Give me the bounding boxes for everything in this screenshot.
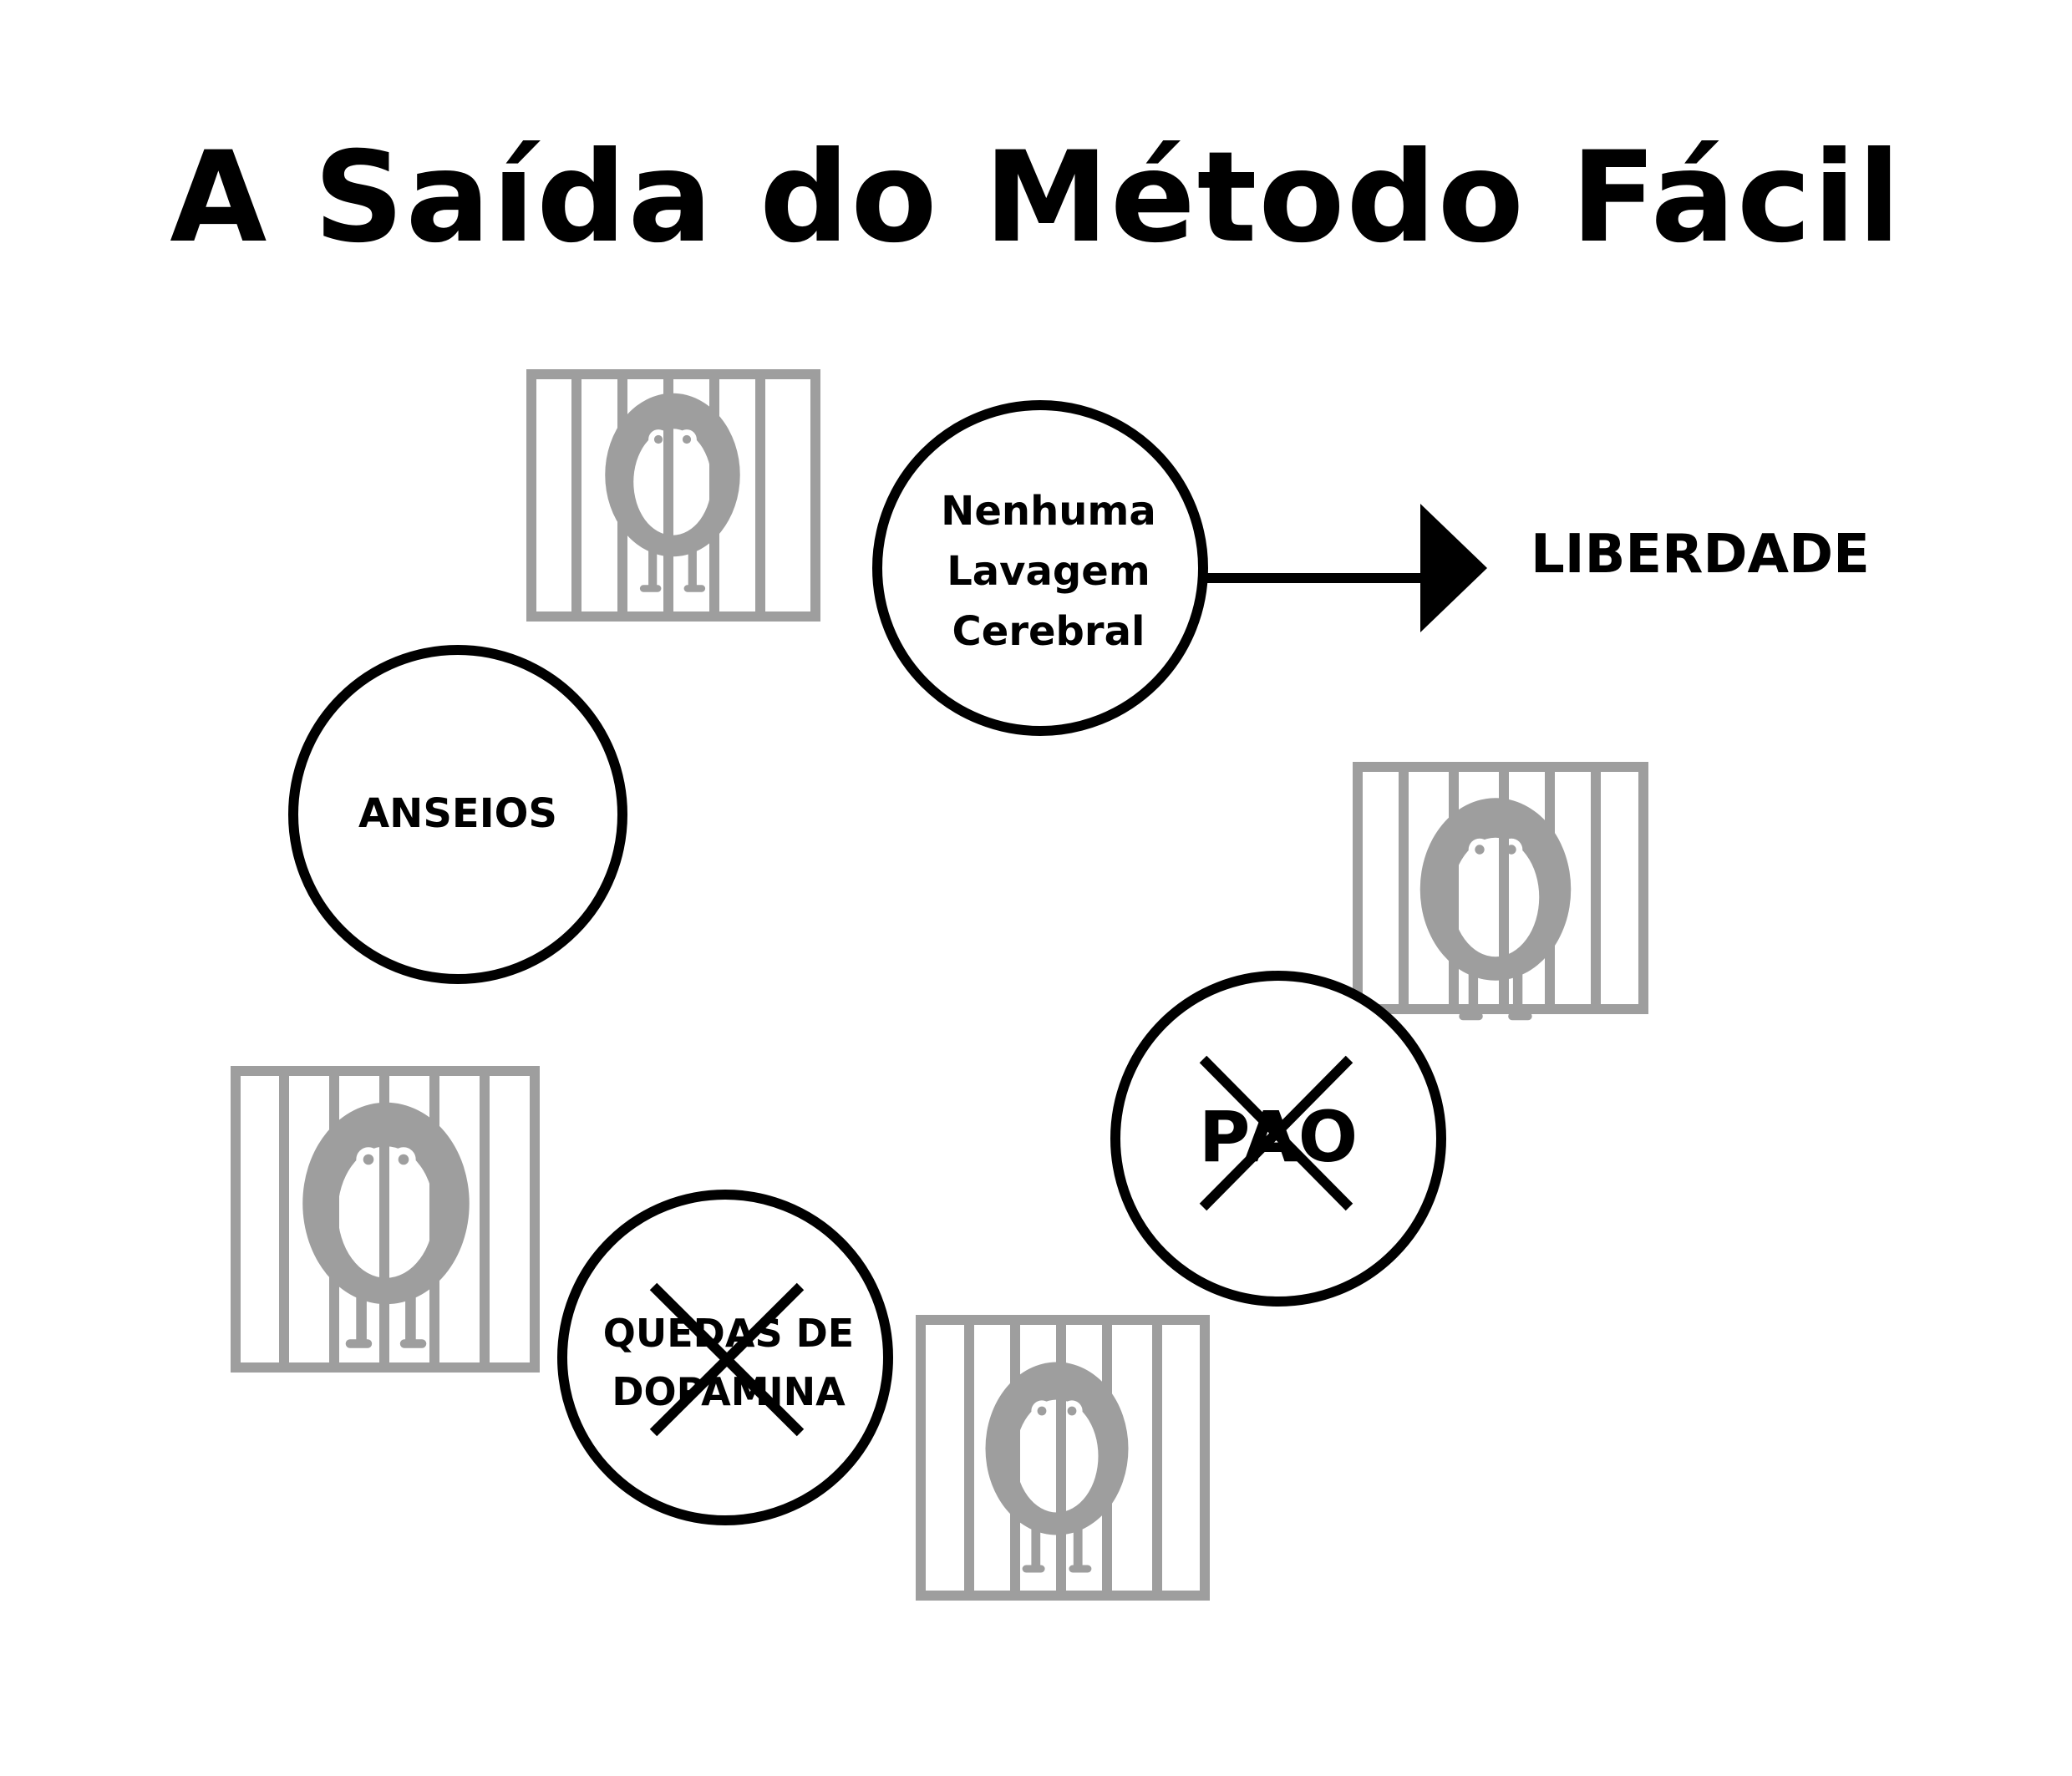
node-dopamina: QUEDAS DE DOPAMINA [562, 1195, 888, 1520]
node-lavagem-line-1: Nenhuma [941, 488, 1156, 535]
node-dopamina-line-1: QUEDAS DE [603, 1311, 854, 1356]
node-dopamina-line-2: DOPAMINA [612, 1369, 846, 1414]
node-pao: PAO [1115, 976, 1441, 1302]
node-lavagem-line-3: Cerebral [952, 608, 1145, 655]
caged-monster-icon [921, 1320, 1205, 1596]
caged-monster-icon [531, 374, 815, 617]
caged-monster-icon [236, 1071, 535, 1368]
node-lavagem: Nenhuma Lavagem Cerebral [877, 405, 1203, 731]
node-lavagem-line-2: Lavagem [947, 548, 1150, 595]
node-anseios: ANSEIOS [293, 650, 622, 979]
destination-label: LIBERDADE [1531, 524, 1870, 586]
arrow-right-icon [1203, 504, 1487, 632]
node-anseios-label: ANSEIOS [358, 790, 557, 837]
caged-monster-icon [1358, 767, 1643, 1020]
